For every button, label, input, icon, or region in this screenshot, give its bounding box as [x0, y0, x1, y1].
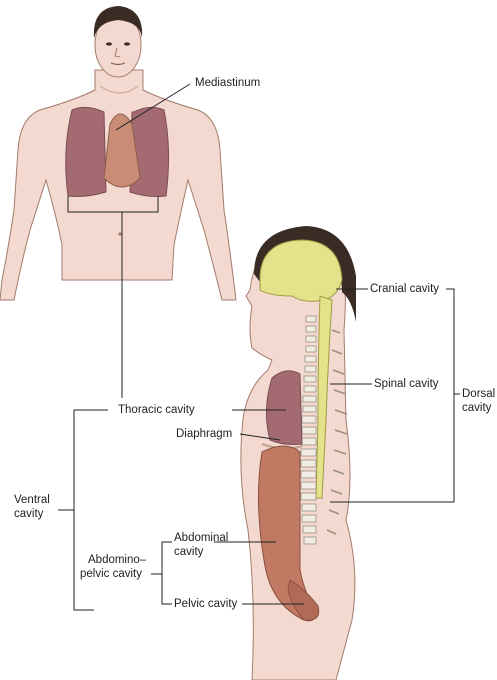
mouth	[110, 62, 126, 66]
label-dorsal-cavity-line2: cavity	[462, 402, 492, 414]
vertebrae	[300, 315, 317, 545]
front-neck-shadow	[99, 85, 139, 94]
label-abdominal-cavity-line1: Abdominal	[174, 532, 229, 544]
brain	[259, 239, 343, 302]
label-thoracic-cavity: Thoracic cavity	[118, 404, 195, 416]
label-abdominopelvic-cavity-line1: Abdomino–	[88, 554, 147, 566]
nose	[114, 47, 121, 58]
thoracic-region	[266, 370, 303, 445]
label-dorsal-cavity-line1: Dorsal	[462, 388, 496, 400]
label-ventral-cavity-line2: cavity	[14, 508, 44, 520]
spinous-processes	[326, 329, 348, 535]
left-lung	[65, 106, 107, 197]
label-cranial-cavity: Cranial cavity	[370, 283, 440, 295]
leader-lines	[58, 83, 460, 611]
front-hair	[93, 6, 143, 38]
label-pelvic-cavity: Pelvic cavity	[174, 598, 238, 610]
side-figure	[240, 226, 356, 680]
abdominal-region	[257, 445, 319, 622]
front-figure	[0, 6, 237, 301]
spinal-cord	[315, 295, 333, 499]
navel	[118, 232, 122, 236]
label-spinal-cavity: Spinal cavity	[374, 378, 439, 390]
label-abdominopelvic-cavity-line2: pelvic cavity	[80, 568, 142, 580]
mediastinum-region	[103, 113, 141, 188]
label-diaphragm: Diaphragm	[176, 428, 233, 440]
label-mediastinum: Mediastinum	[195, 77, 261, 89]
pelvic-region	[287, 579, 320, 621]
label-ventral-cavity-line1: Ventral	[14, 494, 50, 506]
label-abdominal-cavity-line2: cavity	[174, 546, 204, 558]
left-eye	[106, 42, 112, 46]
right-eye	[124, 42, 130, 46]
